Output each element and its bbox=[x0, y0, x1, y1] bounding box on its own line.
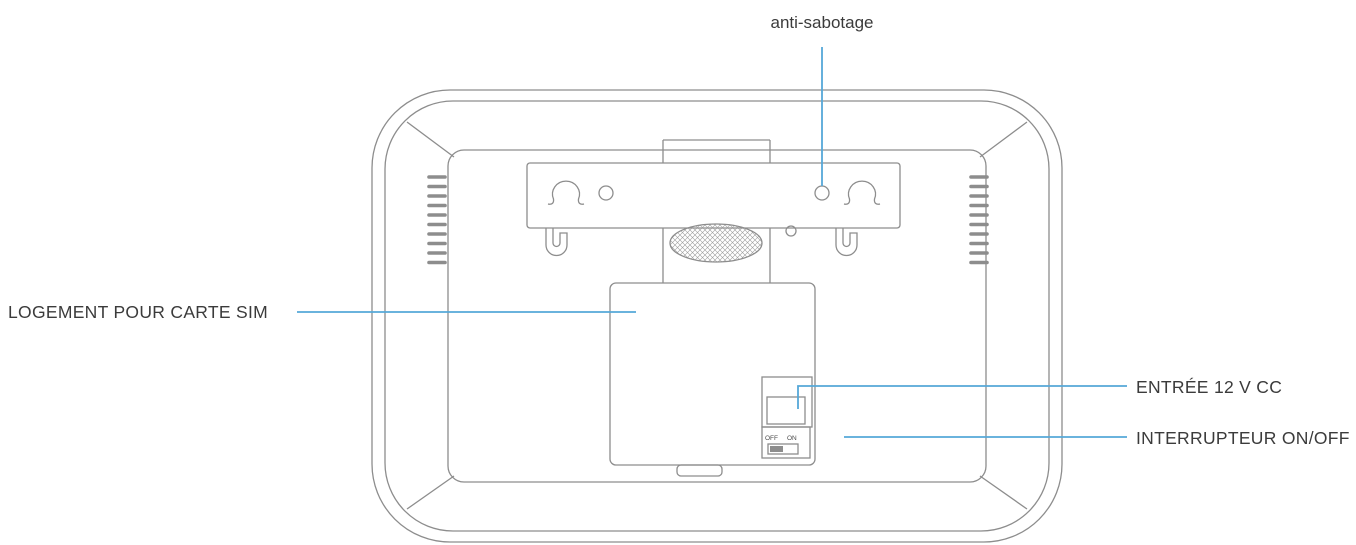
bracket-channel bbox=[662, 228, 771, 283]
cover-latch-tab bbox=[676, 464, 723, 477]
label-anti-sabotage: anti-sabotage bbox=[770, 13, 874, 32]
hook-tab-right bbox=[835, 228, 858, 257]
label-power-switch: INTERRUPTEUR ON/OFF bbox=[1136, 428, 1350, 448]
vent-slots-right bbox=[969, 175, 989, 265]
speaker-grille bbox=[669, 223, 763, 263]
power-switch-knob bbox=[770, 446, 783, 452]
hook-tab-left bbox=[545, 228, 568, 257]
vent-slots-left bbox=[427, 175, 447, 265]
keyhole-hanger-left bbox=[547, 180, 585, 205]
leader-dc-input bbox=[797, 385, 1127, 409]
switch-on-marking: ON bbox=[787, 435, 797, 442]
device-outer-shell bbox=[371, 89, 1063, 543]
anti-tamper-hole bbox=[814, 185, 830, 201]
screw-hole bbox=[598, 185, 614, 201]
power-switch-slider bbox=[767, 443, 799, 455]
power-switch-body bbox=[761, 426, 811, 459]
sim-compartment-cover bbox=[609, 282, 816, 466]
leader-lines bbox=[297, 47, 1127, 438]
back-panel bbox=[447, 149, 987, 483]
label-sim-slot: LOGEMENT POUR CARTE SIM bbox=[8, 302, 269, 322]
small-round-hole bbox=[785, 225, 797, 237]
label-dc-input: ENTRÉE 12 V CC bbox=[1136, 377, 1283, 397]
bracket-plate bbox=[526, 162, 901, 229]
bracket-neck bbox=[662, 139, 771, 163]
keyhole-hanger-right bbox=[843, 180, 881, 205]
device-inner-rim bbox=[384, 100, 1050, 532]
dc-input-jack-inner bbox=[766, 396, 806, 425]
device-body bbox=[371, 89, 1063, 543]
dc-input-jack bbox=[761, 376, 813, 428]
switch-off-marking: OFF bbox=[765, 435, 778, 442]
corner-bevel-lines bbox=[406, 121, 1028, 510]
on-off-switch bbox=[761, 426, 811, 459]
